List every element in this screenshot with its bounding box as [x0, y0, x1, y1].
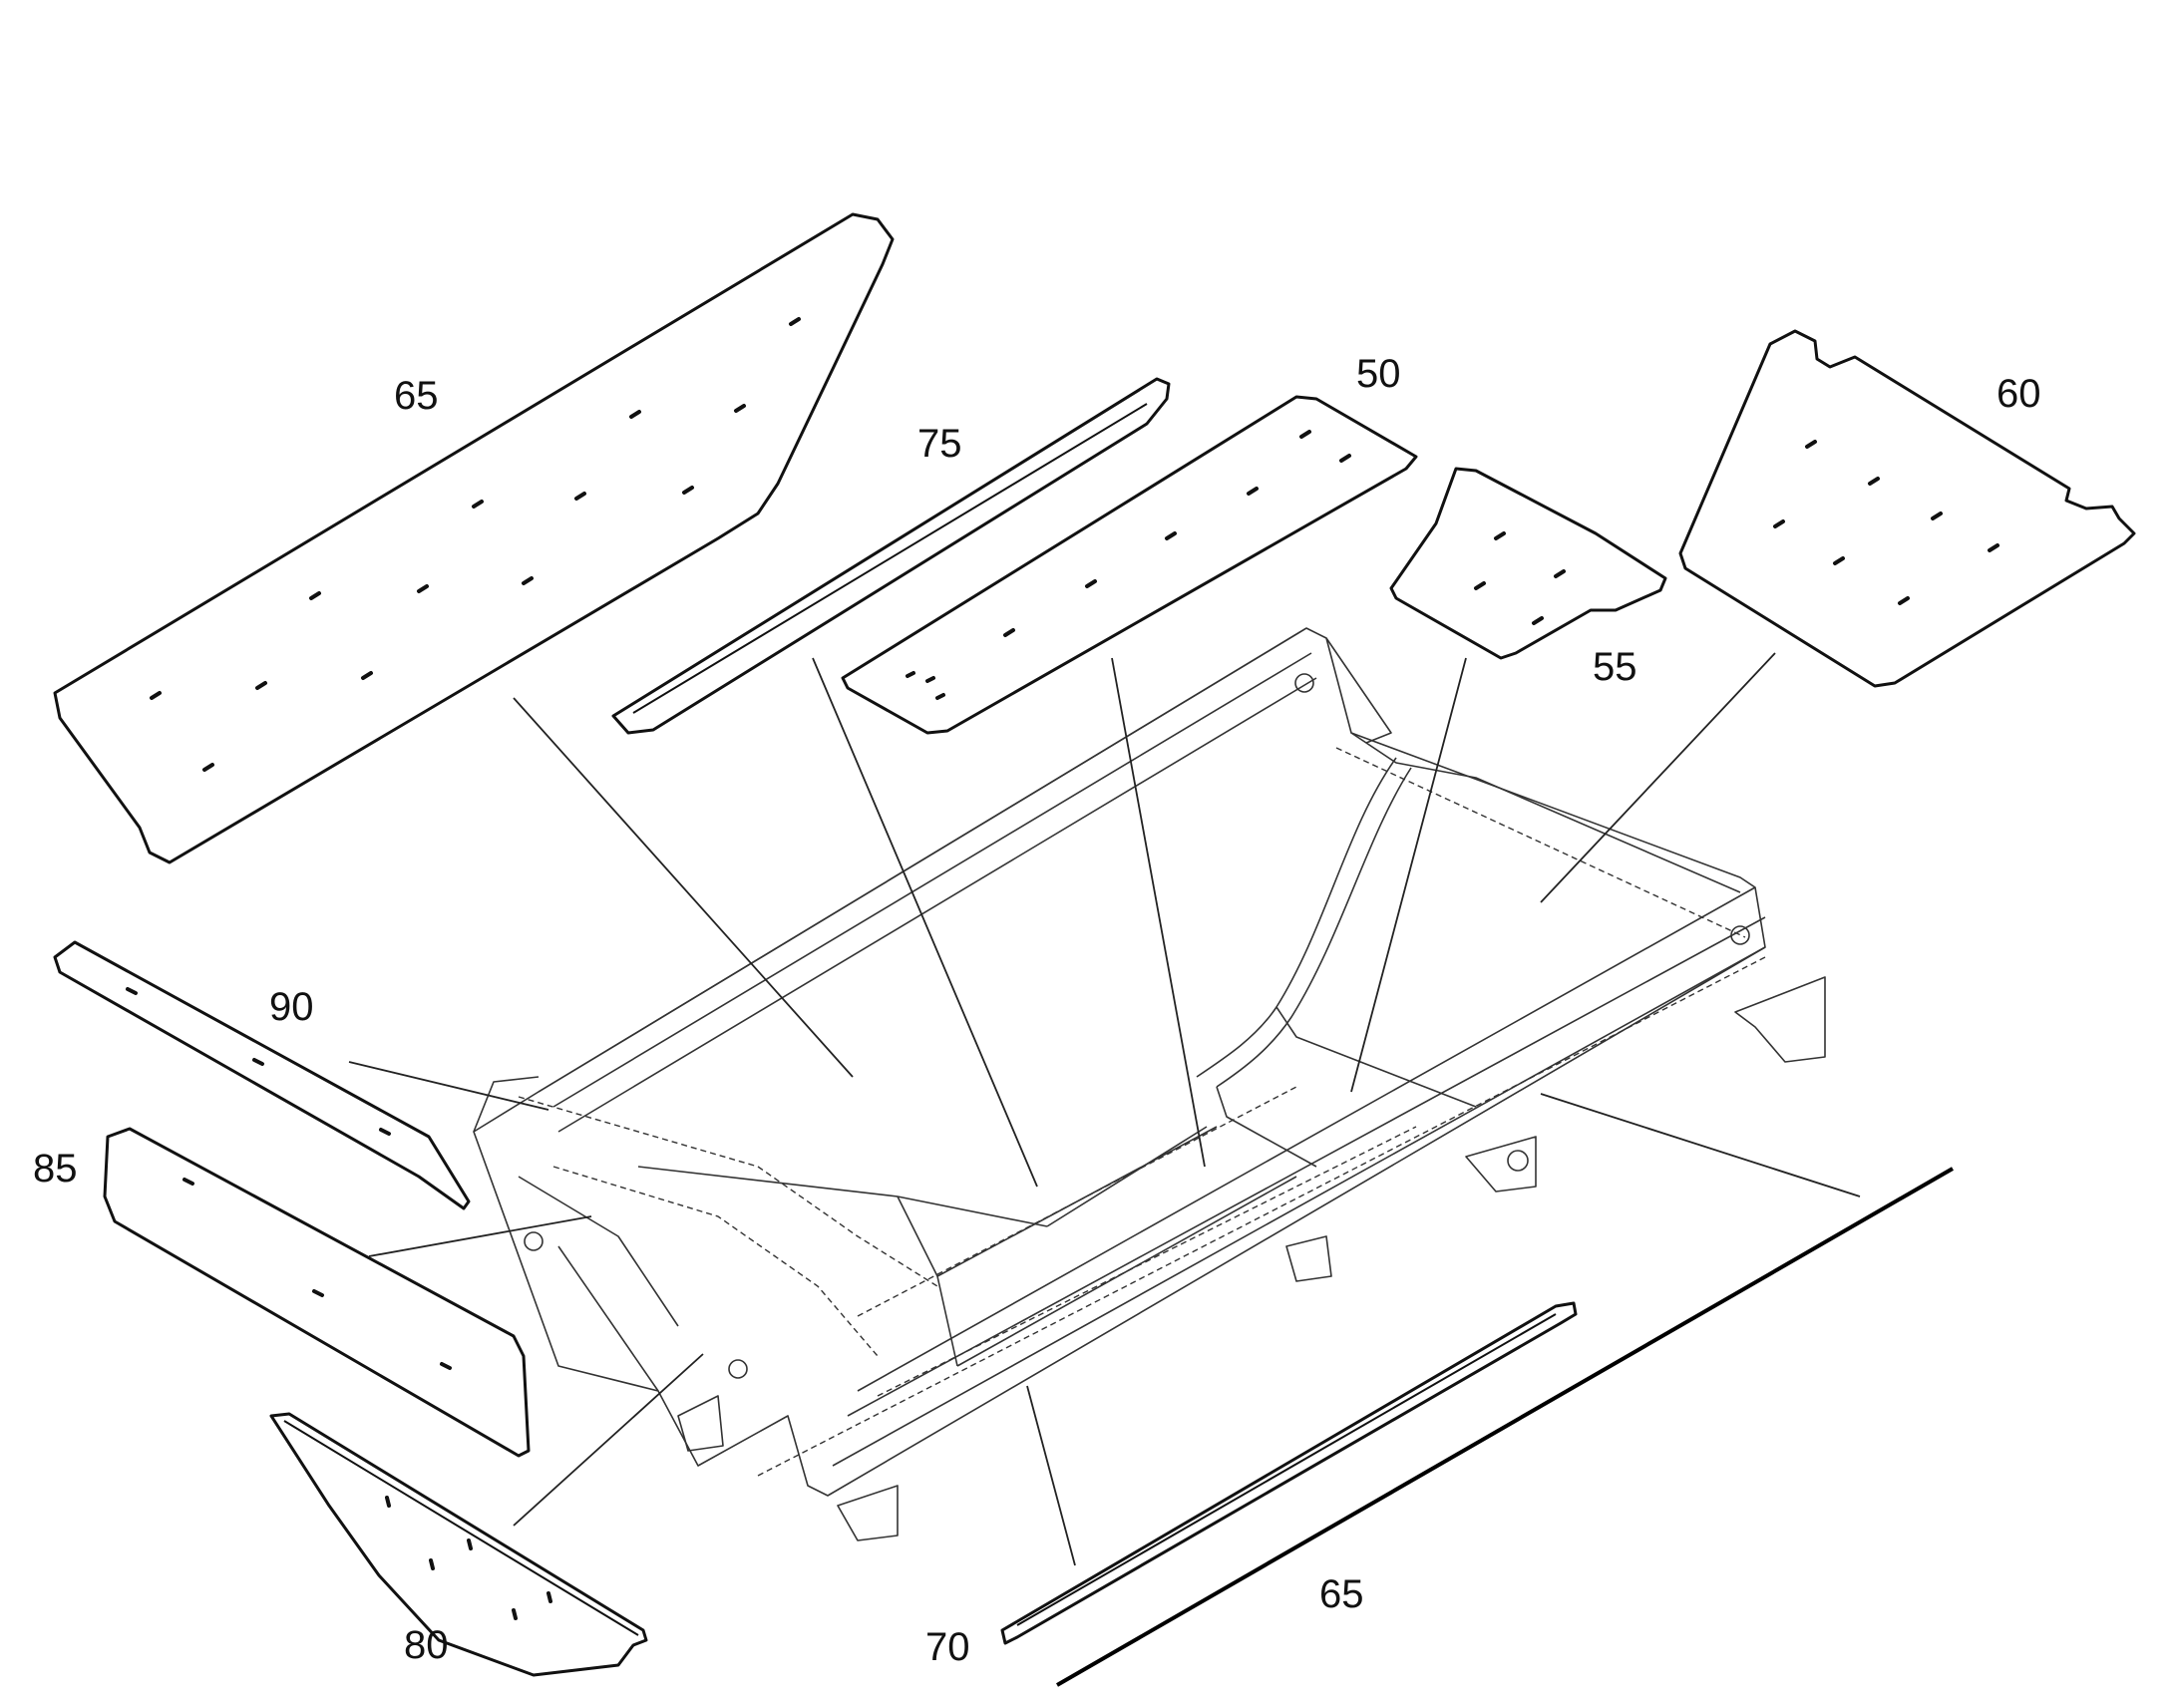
- part-75-strip: [611, 377, 1171, 735]
- part-60-rear-panel: [1678, 329, 2136, 688]
- part-80-front-panel: [269, 1412, 648, 1677]
- callouts: 65 75 50 60 55 90 85 80 70 65: [33, 352, 2041, 1669]
- callout-50: 50: [1356, 352, 1401, 396]
- callout-90: 90: [269, 985, 314, 1029]
- leader-lines: [348, 652, 1861, 1566]
- main-frame: [473, 627, 1826, 1541]
- callout-55: 55: [1593, 645, 1637, 689]
- part-85-side-panel: [103, 1127, 531, 1458]
- part-90-side-strip: [53, 940, 471, 1210]
- callout-80: 80: [404, 1623, 449, 1667]
- callout-85: 85: [33, 1147, 78, 1191]
- callout-65-bottom: 65: [1319, 1572, 1364, 1616]
- part-50-floor-plate: [841, 395, 1418, 735]
- part-55-small-plate: [1389, 467, 1667, 660]
- part-65-top-panel: [53, 212, 895, 864]
- callout-75: 75: [917, 422, 962, 466]
- part-65-bottom-line: [1056, 1167, 1954, 1687]
- callout-70: 70: [925, 1625, 970, 1669]
- callout-65-top: 65: [394, 374, 439, 418]
- callout-60: 60: [1997, 372, 2041, 416]
- part-70-bottom-strip: [1000, 1301, 1578, 1645]
